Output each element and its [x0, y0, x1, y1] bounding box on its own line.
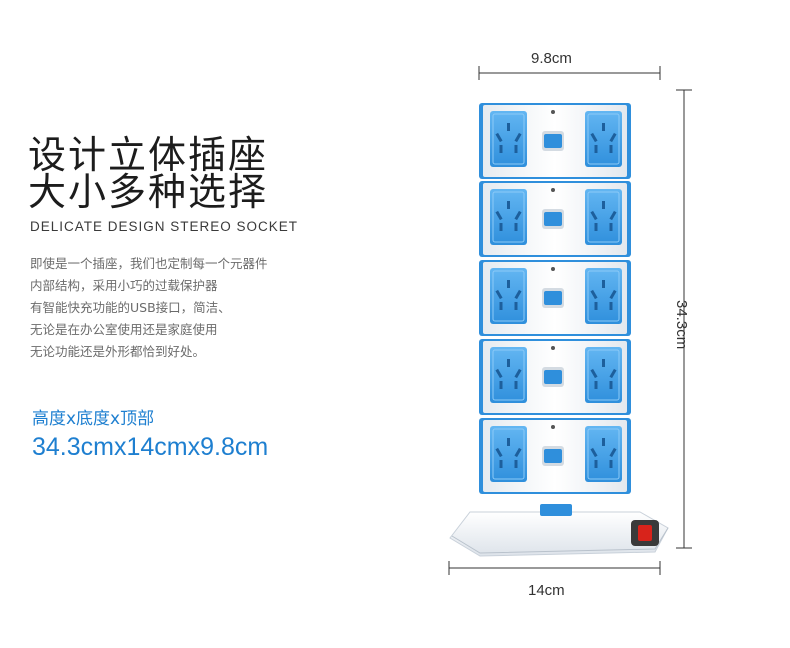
indicator-light-icon	[551, 267, 555, 271]
socket-level	[479, 418, 631, 494]
description-line: 有智能快充功能的USB接口，简洁、	[30, 300, 231, 315]
level-switch-icon	[542, 367, 564, 387]
level-switch-icon	[542, 446, 564, 466]
top-width-label: 9.8cm	[531, 50, 572, 67]
outlet-icon	[490, 426, 527, 482]
height-label: 34.3cm	[673, 300, 690, 350]
outlet-icon	[490, 347, 527, 403]
socket-level	[479, 260, 631, 336]
outlet-icon	[585, 426, 622, 482]
dimensions-label: 高度x底度x顶部	[32, 409, 155, 429]
outlet-icon	[490, 189, 527, 245]
base-width-dimension-line	[448, 561, 661, 575]
socket-level	[479, 339, 631, 415]
indicator-light-icon	[551, 346, 555, 350]
level-switch-icon	[542, 288, 564, 308]
outlet-icon	[490, 268, 527, 324]
level-switch-icon	[542, 209, 564, 229]
outlet-icon	[585, 111, 622, 167]
dimensions-value: 34.3cmx14cmx9.8cm	[32, 433, 269, 461]
level-switch-icon	[542, 131, 564, 151]
outlet-icon	[585, 268, 622, 324]
indicator-light-icon	[551, 188, 555, 192]
description-line: 无论功能还是外形都恰到好处。	[30, 344, 206, 359]
base-button-icon	[540, 504, 572, 516]
base-width-label: 14cm	[528, 582, 565, 599]
socket-level	[479, 103, 631, 179]
title-line-2: 大小多种选择	[28, 170, 269, 214]
title-line-1: 设计立体插座	[28, 133, 269, 177]
outlet-icon	[490, 111, 527, 167]
description-line: 无论是在办公室使用还是家庭使用	[30, 322, 218, 337]
socket-tower	[479, 103, 631, 494]
description-line: 即使是一个插座，我们也定制每一个元器件	[30, 256, 268, 271]
indicator-light-icon	[551, 110, 555, 114]
height-dimension-line	[676, 89, 692, 549]
top-width-dimension-line	[478, 66, 661, 80]
tower-base	[449, 504, 669, 557]
description-line: 内部结构，采用小巧的过载保护器	[30, 278, 218, 293]
outlet-icon	[585, 347, 622, 403]
outlet-icon	[585, 189, 622, 245]
indicator-light-icon	[551, 425, 555, 429]
subtitle: DELICATE DESIGN STEREO SOCKET	[30, 219, 299, 234]
socket-level	[479, 181, 631, 257]
